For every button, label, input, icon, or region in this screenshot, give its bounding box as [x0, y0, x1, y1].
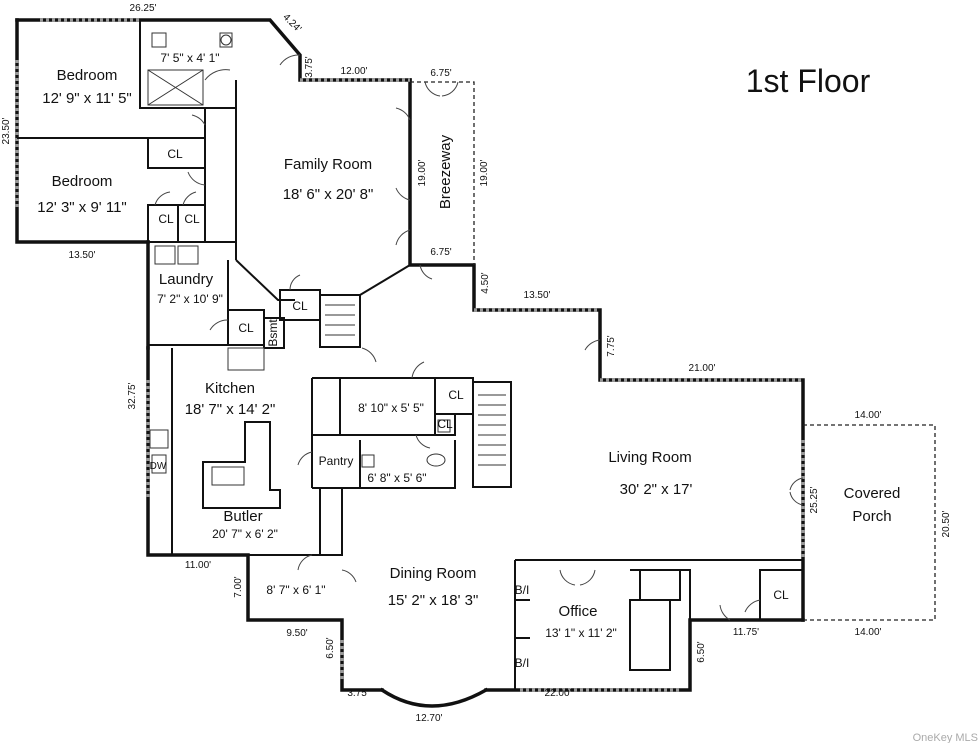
- hall-storage-size: 8' 10" x 5' 5": [358, 401, 424, 415]
- family-room-size: 18' 6" x 20' 8": [283, 186, 374, 203]
- measurement: 32.75': [127, 382, 138, 409]
- closet-label: CL: [773, 588, 789, 602]
- measurement: 3.75': [347, 688, 368, 699]
- closet-label: CL: [184, 212, 200, 226]
- measurement: 20.50': [941, 510, 952, 537]
- covered-porch-name-1: Covered: [844, 485, 901, 502]
- family-room-name: Family Room: [284, 156, 372, 173]
- measurement: 26.25': [130, 3, 157, 14]
- dining-room-name: Dining Room: [390, 565, 477, 582]
- measurement: 11.00': [185, 560, 211, 571]
- measurement: 11.75': [733, 627, 759, 638]
- closet-label: CL: [167, 147, 183, 161]
- measurement: 6.50': [696, 641, 707, 662]
- measurement: 7.75': [606, 335, 617, 356]
- measurement: 9.50': [286, 628, 307, 639]
- powder-room-size: 6' 8" x 5' 6": [367, 471, 426, 485]
- measurements: 26.25' 4.24' 3.75' 12.00' 6.75' 23.50' 1…: [1, 3, 952, 724]
- floor-title: 1st Floor: [746, 63, 871, 99]
- measurement: 6.75': [430, 247, 451, 258]
- breezeway-name: Breezeway: [437, 134, 454, 209]
- laundry-name: Laundry: [159, 271, 214, 288]
- office-name: Office: [559, 603, 598, 620]
- living-room-name: Living Room: [608, 449, 691, 466]
- butler-name: Butler: [223, 508, 262, 525]
- measurement: 6.75': [430, 68, 451, 79]
- covered-porch-name-2: Porch: [852, 508, 891, 525]
- basement-label: Bsmt: [266, 319, 280, 347]
- measurement: 14.00': [855, 410, 882, 421]
- measurement: 13.50': [69, 250, 96, 261]
- measurement: 21.00': [689, 363, 716, 374]
- dishwasher-label: DW: [150, 461, 167, 472]
- measurement: 25.25': [809, 486, 820, 513]
- fixture-labels: CL CL CL CL CL CL CL CL Bsmt B/I B/I DW: [150, 147, 789, 670]
- bedroom-2-name: Bedroom: [52, 173, 113, 190]
- fixtures: [147, 32, 506, 474]
- butler-size: 20' 7" x 6' 2": [212, 527, 278, 541]
- interior-walls: [17, 20, 804, 690]
- measurement: 19.00': [479, 159, 490, 186]
- closet-label: CL: [292, 299, 308, 313]
- built-in-label: B/I: [515, 583, 530, 597]
- measurement: 4.24': [280, 12, 303, 35]
- breezeway-outline: [410, 81, 475, 265]
- bedroom-1-name: Bedroom: [57, 67, 118, 84]
- measurement: 4.50': [480, 272, 491, 293]
- living-room-size: 30' 2" x 17': [620, 481, 693, 498]
- measurement: 7.00': [233, 576, 244, 597]
- laundry-size: 7' 2" x 10' 9": [157, 292, 223, 306]
- measurement: 13.50': [524, 290, 551, 301]
- measurement: 12.70': [416, 713, 443, 724]
- built-in-label: B/I: [515, 656, 530, 670]
- measurement: 22.00': [545, 688, 572, 699]
- kitchen-size: 18' 7" x 14' 2": [185, 401, 276, 418]
- dining-room-size: 15' 2" x 18' 3": [388, 592, 479, 609]
- measurement: 19.00': [417, 159, 428, 186]
- closet-label: CL: [437, 417, 453, 431]
- closet-label: CL: [448, 388, 464, 402]
- mudroom-size: 8' 7" x 6' 1": [266, 583, 325, 597]
- measurement: 12.00': [341, 66, 368, 77]
- pantry-name: Pantry: [319, 454, 354, 468]
- kitchen-name: Kitchen: [205, 380, 255, 397]
- bath-1-size: 7' 5" x 4' 1": [160, 51, 219, 65]
- closet-label: CL: [158, 212, 174, 226]
- watermark: OneKey MLS: [913, 732, 978, 743]
- closet-label: CL: [238, 321, 254, 335]
- covered-porch-outline: [803, 424, 936, 621]
- measurement: 23.50': [1, 117, 12, 144]
- measurement: 3.75': [304, 56, 315, 77]
- measurement: 14.00': [855, 627, 882, 638]
- bedroom-1-size: 12' 9" x 11' 5": [42, 90, 132, 107]
- room-labels: Bedroom 12' 9" x 11' 5" Bedroom 12' 3" x…: [37, 51, 900, 640]
- measurement: 6.50': [325, 637, 336, 658]
- bedroom-2-size: 12' 3" x 9' 11": [37, 199, 127, 216]
- windows: [15, 18, 805, 692]
- doors: [154, 54, 804, 621]
- office-size: 13' 1" x 11' 2": [545, 626, 617, 640]
